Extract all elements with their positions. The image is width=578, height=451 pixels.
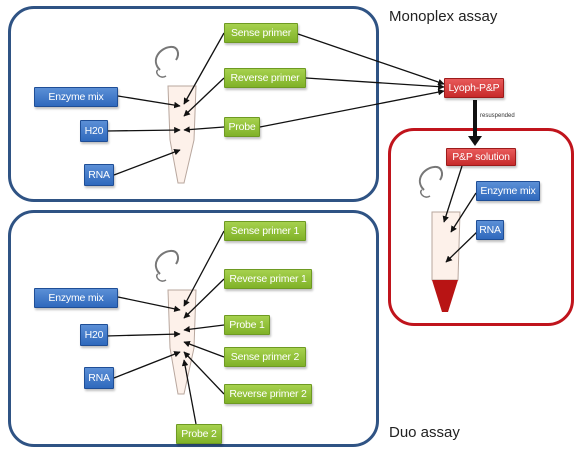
duo-h20-box: H20 bbox=[80, 324, 108, 346]
monoplex-rna-box: RNA bbox=[84, 164, 114, 186]
monoplex-enzyme-mix-box: Enzyme mix bbox=[34, 87, 118, 107]
duo-probe-2-box: Probe 2 bbox=[176, 424, 222, 444]
duo-tube bbox=[154, 249, 197, 395]
monoplex-reverse-primer-box: Reverse primer bbox=[224, 68, 306, 88]
duo-title: Duo assay bbox=[389, 424, 460, 441]
duo-enzyme-mix-box: Enzyme mix bbox=[34, 288, 118, 308]
duo-panel bbox=[8, 210, 379, 447]
duo-reverse-primer-2-box: Reverse primer 2 bbox=[224, 384, 312, 404]
monoplex-tube bbox=[154, 45, 197, 184]
lyoph-pp-box: Lyoph-P&P bbox=[444, 78, 504, 98]
monoplex-title: Monoplex assay bbox=[389, 8, 498, 25]
monoplex-h20-box: H20 bbox=[80, 120, 108, 142]
pp-solution-box: P&P solution bbox=[446, 148, 516, 166]
duo-sense-primer-2-box: Sense primer 2 bbox=[224, 347, 306, 367]
resuspended-label: resuspended bbox=[480, 113, 515, 119]
resuspended-enzyme-mix-box: Enzyme mix bbox=[476, 181, 540, 201]
duo-rna-box: RNA bbox=[84, 367, 114, 389]
monoplex-probe-box: Probe bbox=[224, 117, 260, 137]
resuspended-panel bbox=[388, 128, 574, 326]
resuspended-rna-box: RNA bbox=[476, 220, 504, 240]
duo-probe-1-box: Probe 1 bbox=[224, 315, 270, 335]
resuspended-tube bbox=[418, 165, 461, 312]
duo-reverse-primer-1-box: Reverse primer 1 bbox=[224, 269, 312, 289]
duo-sense-primer-1-box: Sense primer 1 bbox=[224, 221, 306, 241]
monoplex-sense-primer-box: Sense primer bbox=[224, 23, 298, 43]
